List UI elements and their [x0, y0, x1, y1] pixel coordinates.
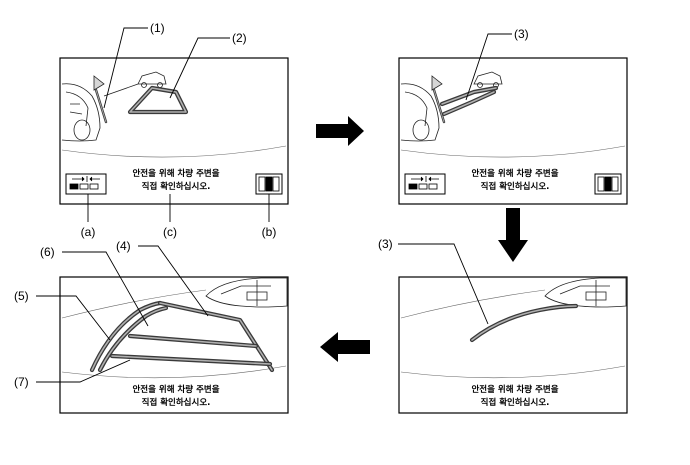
screen-2-guide-lines	[439, 85, 499, 117]
callout-label-7: (7)	[14, 375, 29, 389]
screen-3-horizon	[400, 365, 626, 379]
screen-3-ground-line	[400, 289, 546, 319]
screen-2-horizon	[400, 145, 626, 158]
screen-2-parked-car	[400, 83, 440, 142]
callout-line-3-bottom	[398, 243, 489, 325]
callout-label-6: (6)	[40, 245, 55, 259]
screen-2-distant-car	[473, 71, 503, 88]
screen-1-message-line2: 직접 확인하십시오.	[142, 181, 211, 192]
screen-3-message-line1: 안전을 위해 차량 주변을	[471, 384, 558, 395]
screen-1-button-a[interactable]	[65, 173, 107, 195]
callout-line-2	[169, 37, 230, 99]
perpendicular-park-icon	[258, 176, 280, 192]
callout-label-3-top: (3)	[514, 27, 529, 41]
callout-line-1	[103, 27, 148, 109]
callout-line-7	[36, 359, 131, 383]
screen-4-callouts: (6) (4) (5) (7)	[14, 239, 209, 389]
screen-4-guide-lines	[89, 300, 275, 373]
screen-2-button-b[interactable]	[594, 173, 622, 195]
screen-2-callouts: (3)	[465, 27, 529, 101]
screen-1-sight-line	[103, 83, 139, 97]
arrow-down-icon	[498, 208, 528, 262]
screen-1-target-frame	[127, 85, 189, 115]
screen-1-horizon	[61, 145, 287, 158]
callout-line-3-top	[465, 33, 512, 101]
screen-4-message-line1: 안전을 위해 차량 주변을	[132, 384, 219, 395]
screen-2: 안전을 위해 차량 주변을 직접 확인하십시오.	[398, 57, 628, 205]
parallel-park-icon	[69, 176, 100, 190]
screen-3-guide-curve	[469, 303, 579, 343]
screen-3-message-line2: 직접 확인하십시오.	[481, 397, 550, 408]
callout-label-2: (2)	[232, 31, 247, 45]
screen-2-message-line1: 안전을 위해 차량 주변을	[471, 168, 558, 179]
screen-1-button-b[interactable]	[255, 173, 283, 195]
screen-1: 안전을 위해 차량 주변을 직접 확인하십시오.	[59, 57, 289, 205]
screen-4-rear-car	[205, 277, 288, 308]
screen-2-marker-pole	[431, 75, 446, 124]
callout-label-1: (1)	[150, 21, 165, 35]
screen-1-marker-pole	[93, 75, 108, 124]
callout-label-3-bottom: (3)	[378, 237, 393, 251]
screen-4-horizon	[61, 365, 287, 379]
screen-4-message-line2: 직접 확인하십시오.	[142, 397, 211, 408]
screen-1-parked-car	[61, 83, 101, 142]
screen-2-button-a[interactable]	[404, 173, 446, 195]
screen-4: 안전을 위해 차량 주변을 직접 확인하십시오.	[59, 276, 289, 414]
screen-2-message-line2: 직접 확인하십시오.	[481, 181, 550, 192]
screen-3: 안전을 위해 차량 주변을 직접 확인하십시오.	[398, 276, 628, 414]
callout-label-c: (c)	[163, 225, 177, 239]
callout-label-5: (5)	[14, 289, 29, 303]
callout-line-5	[36, 295, 111, 341]
callout-line-4	[138, 245, 209, 317]
screen-3-callouts: (3)	[378, 237, 489, 325]
arrow-right-icon	[316, 116, 364, 146]
screen-1-callouts: (1) (2) (a) (c) (b)	[81, 21, 277, 239]
perpendicular-park-icon	[597, 176, 619, 192]
screen-1-message-line1: 안전을 위해 차량 주변을	[132, 168, 219, 179]
screen-3-rear-car	[544, 277, 627, 308]
callout-line-6	[62, 251, 149, 327]
callout-label-b: (b)	[262, 225, 277, 239]
callout-label-4: (4)	[116, 239, 131, 253]
arrow-left-icon	[320, 332, 370, 362]
parallel-park-icon	[408, 176, 439, 190]
callout-label-a: (a)	[81, 225, 96, 239]
screen-4-ground-line	[61, 289, 207, 319]
